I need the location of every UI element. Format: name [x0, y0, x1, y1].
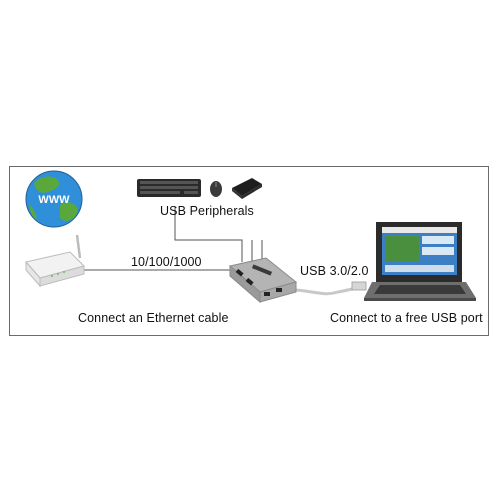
usb-port-instruction-label: Connect to a free USB port [330, 311, 483, 325]
laptop-icon [364, 222, 476, 301]
diagram-frame [9, 166, 489, 336]
keyboard-icon [137, 179, 201, 197]
usb-plug-icon [351, 281, 367, 291]
peripheral-line-1 [174, 207, 243, 262]
optical-drive-icon [232, 178, 262, 199]
ethernet-instruction-label: Connect an Ethernet cable [78, 311, 229, 325]
router-icon [25, 234, 85, 288]
connection-lines [80, 207, 367, 296]
usb-peripherals-label: USB Peripherals [160, 204, 254, 218]
mouse-icon [210, 181, 222, 197]
usb-version-label: USB 3.0/2.0 [300, 264, 369, 278]
globe-icon [25, 170, 83, 228]
speed-label: 10/100/1000 [131, 255, 202, 269]
usb-hub-icon [228, 257, 298, 304]
www-text: WWW [38, 194, 70, 206]
